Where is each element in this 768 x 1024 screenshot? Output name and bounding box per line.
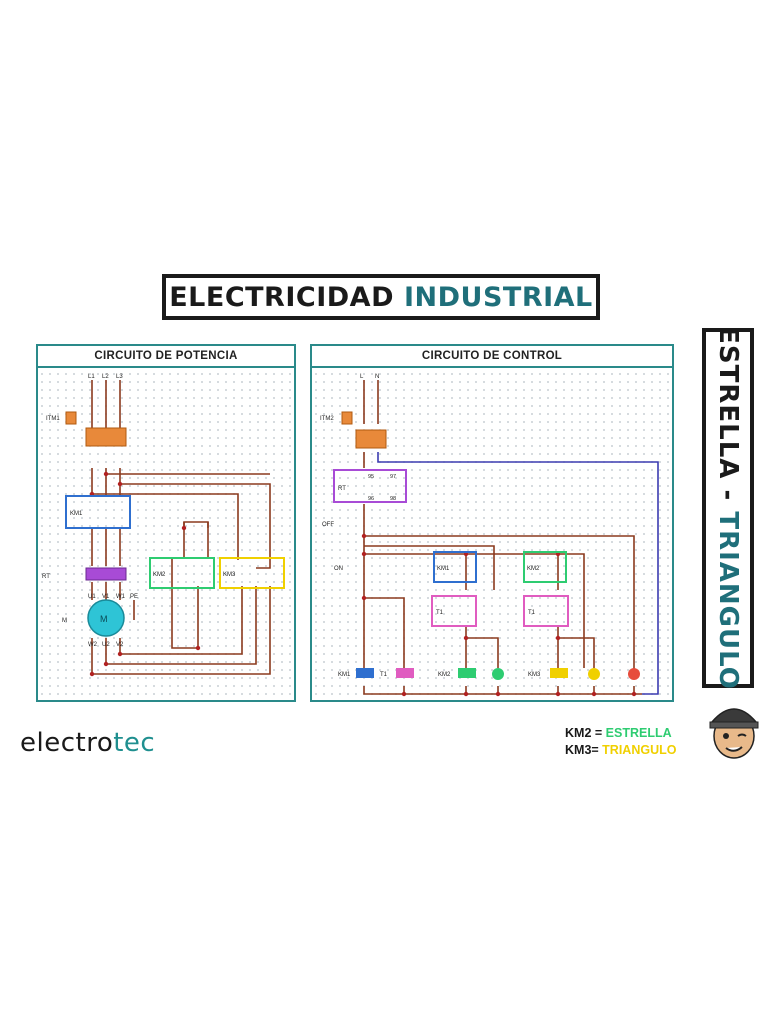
control-label-rt: RT (338, 486, 346, 492)
control-label-98: 98 (390, 496, 396, 502)
control-label-t1-b: T1 (528, 610, 536, 616)
power-label-v1: V1 (102, 594, 110, 600)
t1-timer-contact-nc (431, 595, 477, 627)
logo-part-2: tec (113, 728, 156, 758)
control-circuit-panel: CIRCUITO DE CONTROL (310, 344, 674, 702)
km3-coil-icon (550, 668, 568, 678)
power-label-km2: KM2 (153, 572, 166, 578)
power-label-l2: L2 (102, 374, 109, 380)
t1-coil-icon (396, 668, 414, 678)
km2-aux-contact (523, 551, 567, 583)
rt-overload-relay (85, 567, 127, 581)
power-label-km3: KM3 (223, 572, 236, 578)
control-label-97: 97 (390, 474, 396, 480)
control-panel-title: CIRCUITO DE CONTROL (312, 346, 672, 368)
side-title-part-2: TRIANGULO (713, 511, 743, 690)
km3-lamp-icon (588, 668, 600, 680)
control-label-km2-coil: KM2 (438, 672, 451, 678)
power-label-w2: W2 (88, 642, 98, 648)
power-label-u1: U1 (88, 594, 96, 600)
legend-km2-label: KM2 = (565, 726, 606, 740)
control-label-km2-aux: KM2 (527, 566, 540, 572)
power-circuit-diagram: L1 L2 L3 ITM1 KM1 RT KM2 KM3 M M U1 V1 W… (42, 374, 285, 677)
logo-part-1: electro (20, 728, 114, 758)
power-circuit-panel: CIRCUITO DE POTENCIA (36, 344, 296, 702)
side-title-part-1: ESTRELLA - (713, 326, 743, 502)
power-label-pe: PE (130, 594, 138, 600)
control-label-itm2: ITM2 (320, 416, 334, 422)
control-label-km3-coil: KM3 (528, 672, 541, 678)
fault-lamp-icon (628, 668, 640, 680)
km1-power-contactor (65, 495, 131, 529)
legend-km3-label: KM3= (565, 743, 603, 757)
legend-km3: KM3= TRIANGULO (565, 743, 676, 757)
itm2-breaker (355, 429, 387, 449)
control-label-on: ON (334, 566, 343, 572)
km2-coil-icon (458, 668, 476, 678)
power-label-w1: W1 (116, 594, 126, 600)
avatar-icon (709, 708, 759, 759)
control-label-km1-aux: KM1 (437, 566, 450, 572)
power-label-l1: L1 (88, 374, 95, 380)
motor-symbol: M (100, 614, 108, 624)
power-panel-title: CIRCUITO DE POTENCIA (38, 346, 294, 368)
km1-aux-contact (433, 551, 477, 583)
control-label-n: N (375, 374, 379, 380)
side-title: ESTRELLA - TRIANGULO (702, 326, 754, 690)
power-label-rt: RT (42, 574, 50, 580)
control-label-off: OFF (322, 522, 334, 528)
control-label-95: 95 (368, 474, 374, 480)
power-label-v2: V2 (116, 642, 124, 648)
legend-km3-value: TRIANGULO (602, 743, 677, 757)
t1-timer-contact-no (523, 595, 569, 627)
control-label-km1-coil: KM1 (338, 672, 351, 678)
km1-coil-icon (356, 668, 374, 678)
motor-icon (87, 599, 125, 637)
legend-km2-value: ESTRELLA (605, 726, 672, 740)
title-word-2: INDUSTRIAL (403, 281, 593, 313)
itm1-breaker (85, 427, 127, 447)
brand-logo: electrotec (20, 728, 155, 758)
control-label-96: 96 (368, 496, 374, 502)
control-circuit-diagram: L N ITM2 RT 95 96 97 98 OFF ON KM1 KM2 T… (320, 374, 659, 697)
control-label-t1-coil: T1 (380, 672, 388, 678)
power-label-u2: U2 (102, 642, 110, 648)
control-label-l: L (360, 374, 364, 380)
km2-lamp-icon (492, 668, 504, 680)
km3-power-contactor (219, 557, 285, 589)
km2-power-contactor (149, 557, 215, 589)
power-label-itm1: ITM1 (46, 416, 60, 422)
power-label-l3: L3 (116, 374, 123, 380)
control-label-t1-a: T1 (436, 610, 444, 616)
page-title: ELECTRICIDAD INDUSTRIAL (162, 274, 600, 320)
legend-km2: KM2 = ESTRELLA (565, 726, 672, 740)
power-label-m: M (62, 618, 67, 624)
rt-control-contact (333, 469, 407, 503)
title-word-1: ELECTRICIDAD (169, 281, 394, 313)
power-label-km1: KM1 (70, 511, 83, 517)
